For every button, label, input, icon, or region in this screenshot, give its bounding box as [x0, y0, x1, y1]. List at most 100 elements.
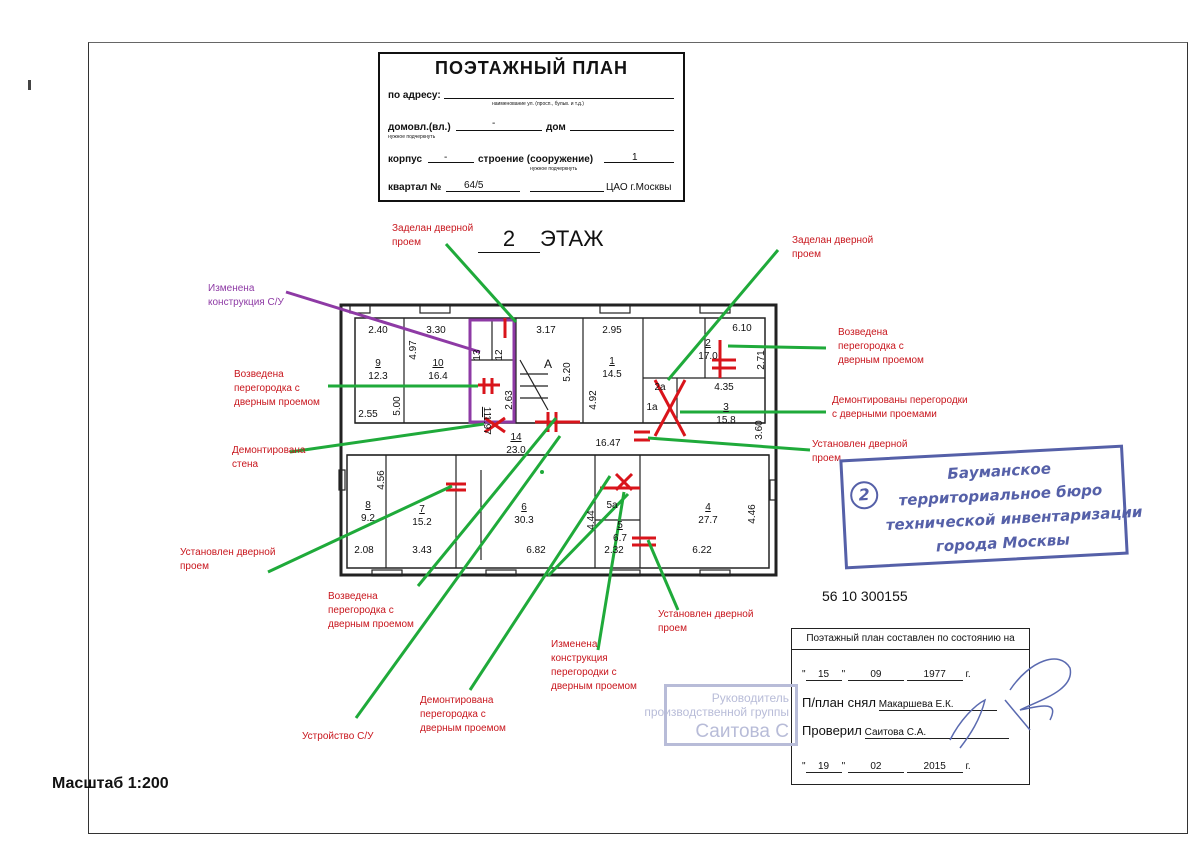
- dimension-label: 2.55: [358, 409, 378, 420]
- drawing-sheet-border: [88, 42, 1188, 834]
- stroenie-hint: нужное подчеркнуть: [530, 166, 578, 172]
- cert-drawn-by: Макаршева Е.К.: [878, 699, 997, 711]
- cert-drawn-label: П/план снял: [802, 695, 876, 710]
- dimension-label: 3.43: [412, 545, 432, 556]
- red-changes: [446, 318, 736, 547]
- room-number: 12: [494, 349, 505, 361]
- annotation-leader-lines: [267, 242, 827, 719]
- floor-number: 2: [478, 226, 540, 253]
- kvartal-label: квартал №: [388, 182, 442, 193]
- cert-g-2: г.: [965, 761, 971, 772]
- room-area: 6.7: [613, 533, 627, 544]
- dimension-label: 4.35: [714, 382, 734, 393]
- room-area: 9.2: [361, 513, 375, 524]
- note-door-installed-3: Установлен дверной проем: [658, 609, 754, 634]
- stroenie-label: строение (сооружение): [478, 154, 594, 165]
- dimension-label: 4.56: [376, 470, 387, 490]
- dimension-label: 2.40: [368, 325, 388, 336]
- room-number: 8: [365, 500, 371, 511]
- domovl-value: -: [492, 118, 496, 129]
- cert-header: Поэтажный план составлен по состоянию на: [806, 633, 1015, 644]
- room-number: 13: [472, 349, 483, 361]
- cert-day-2: 19: [805, 761, 842, 773]
- dimension-label: 3.60: [754, 420, 765, 440]
- dimension-label: 4.46: [747, 504, 758, 524]
- address-hint: наименование ул. (просп., бульв. и т.д.): [492, 101, 584, 107]
- cert-year-1: 1977: [906, 669, 963, 681]
- plan-title: ПОЭТАЖНЫЙ ПЛАН: [435, 58, 628, 78]
- purple-leader-line: [285, 290, 481, 354]
- room-area: 27.7: [698, 515, 718, 526]
- room-number: 2: [705, 338, 711, 349]
- dimension-label: 16.47: [595, 438, 620, 449]
- korpus-line: [428, 162, 474, 163]
- room-number: 1: [609, 356, 615, 367]
- room-number: 9: [375, 358, 381, 369]
- cert-drawn-row: П/план снял Макаршева Е.К.: [802, 695, 997, 711]
- dimension-label: 5.00: [392, 396, 403, 416]
- address-line: [444, 98, 674, 99]
- inventory-number: 56 10 300155: [822, 588, 908, 604]
- cert-month-2: 02: [847, 761, 904, 773]
- dimension-label: 4.92: [588, 390, 599, 410]
- dimension-label: 2.63: [504, 390, 515, 410]
- room-number: 5: [617, 520, 623, 531]
- floor-word: ЭТАЖ: [540, 226, 604, 251]
- cert-g-1: г.: [965, 669, 971, 680]
- dimension-label: 3.17: [536, 325, 556, 336]
- note-partitions-removed: Демонтированы перегородки с дверными про…: [832, 395, 968, 420]
- room-area: 30.3: [514, 515, 534, 526]
- dimension-label: 4.44: [586, 510, 597, 530]
- room-number: 10: [432, 358, 444, 369]
- dimension-label: 2.71: [756, 350, 767, 370]
- dimension-label: 6.10: [732, 323, 752, 334]
- note-sealed-door-2: Заделан дверной проем: [792, 235, 874, 260]
- green-dot: [540, 470, 544, 474]
- note-door-installed-1: Установлен дверной проем: [812, 439, 908, 464]
- stroenie-line: [604, 162, 674, 163]
- room-number: 2a: [654, 382, 666, 393]
- room-number: 3: [723, 402, 729, 413]
- group-head-stamp: Руководитель производственной группы Саи…: [644, 684, 798, 746]
- room-area: 12.3: [368, 371, 388, 382]
- cert-checked-by: Саитова С.А.: [864, 727, 1009, 739]
- domovl-label: домовл.(вл.): [388, 122, 451, 133]
- note-partition-built-2: Возведена перегородка с дверным проемом: [234, 369, 320, 408]
- dimension-label: 6.82: [526, 545, 546, 556]
- address-label: по адресу:: [388, 90, 441, 101]
- domovl-hint: нужное подчеркнуть: [388, 134, 436, 140]
- stroenie-value: 1: [632, 152, 638, 163]
- room-number: 11: [481, 407, 492, 418]
- kvartal-value: 64/5: [464, 180, 484, 191]
- cert-checked-row: Проверил Саитова С.А.: [802, 723, 1009, 739]
- cert-header-divider: [792, 649, 1029, 650]
- stamp2-line-3: Саитова С: [695, 721, 789, 742]
- dimension-label: 4.97: [408, 340, 419, 360]
- dimension-label: 2.32: [604, 545, 624, 556]
- stamp2-line-1: Руководитель: [711, 691, 789, 705]
- dimension-label: 3.30: [426, 325, 446, 336]
- room-area: 15.8: [716, 415, 736, 426]
- note-sealed-door-1: Заделан дверной проем: [392, 223, 474, 248]
- district-line: [530, 191, 604, 192]
- room-number: A: [544, 357, 552, 371]
- room-number: 6: [521, 502, 527, 513]
- room-number: 5a: [606, 500, 618, 511]
- dimension-label: 6.22: [692, 545, 712, 556]
- room-number: 1a: [646, 402, 658, 413]
- dom-label: дом: [546, 122, 566, 133]
- cert-checked-label: Проверил: [802, 723, 862, 738]
- room-area: 23.0: [506, 445, 526, 456]
- dom-line: [570, 130, 674, 131]
- korpus-value: -: [444, 152, 448, 163]
- note-partition-built-3: Возведена перегородка с дверным проемом: [328, 591, 414, 630]
- note-partition-removed: Демонтирована перегородка с дверным прое…: [420, 695, 506, 734]
- room-number: 4: [705, 502, 711, 513]
- note-door-installed-2: Установлен дверной проем: [180, 547, 276, 572]
- note-bathroom-changed: Изменена конструкция С/У: [208, 283, 284, 308]
- cert-date-1: "15" 09 1977 г.: [802, 669, 971, 681]
- room-area: 1.97: [481, 415, 492, 435]
